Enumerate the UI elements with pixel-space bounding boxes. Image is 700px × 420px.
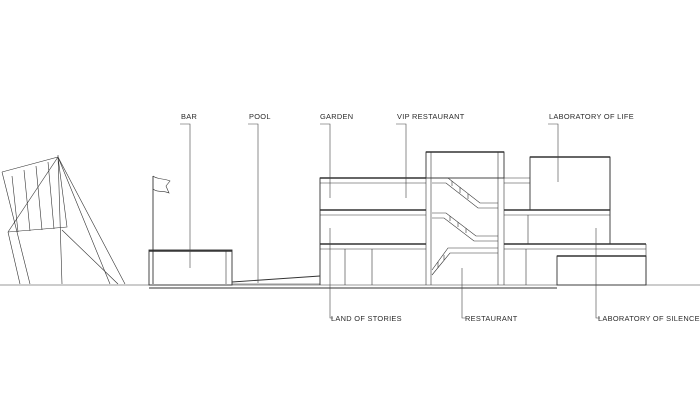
sail-structure: [1, 154, 126, 285]
label-land-of-stories: LAND OF STORIES: [331, 314, 402, 323]
label-vip-restaurant: VIP RESTAURANT: [397, 112, 465, 121]
label-garden: GARDEN: [320, 112, 353, 121]
pool: [231, 275, 321, 285]
label-laboratory-of-silence: LABORATORY OF SILENCE: [598, 314, 700, 323]
bar-pavilion: [148, 249, 233, 286]
main-building: [149, 151, 647, 289]
label-bar: BAR: [181, 112, 197, 121]
label-restaurant: RESTAURANT: [465, 314, 518, 323]
label-laboratory-of-life: LABORATORY OF LIFE: [549, 112, 634, 121]
leader-lines: [180, 123, 600, 319]
label-pool: POOL: [249, 112, 271, 121]
flag: [152, 175, 171, 284]
